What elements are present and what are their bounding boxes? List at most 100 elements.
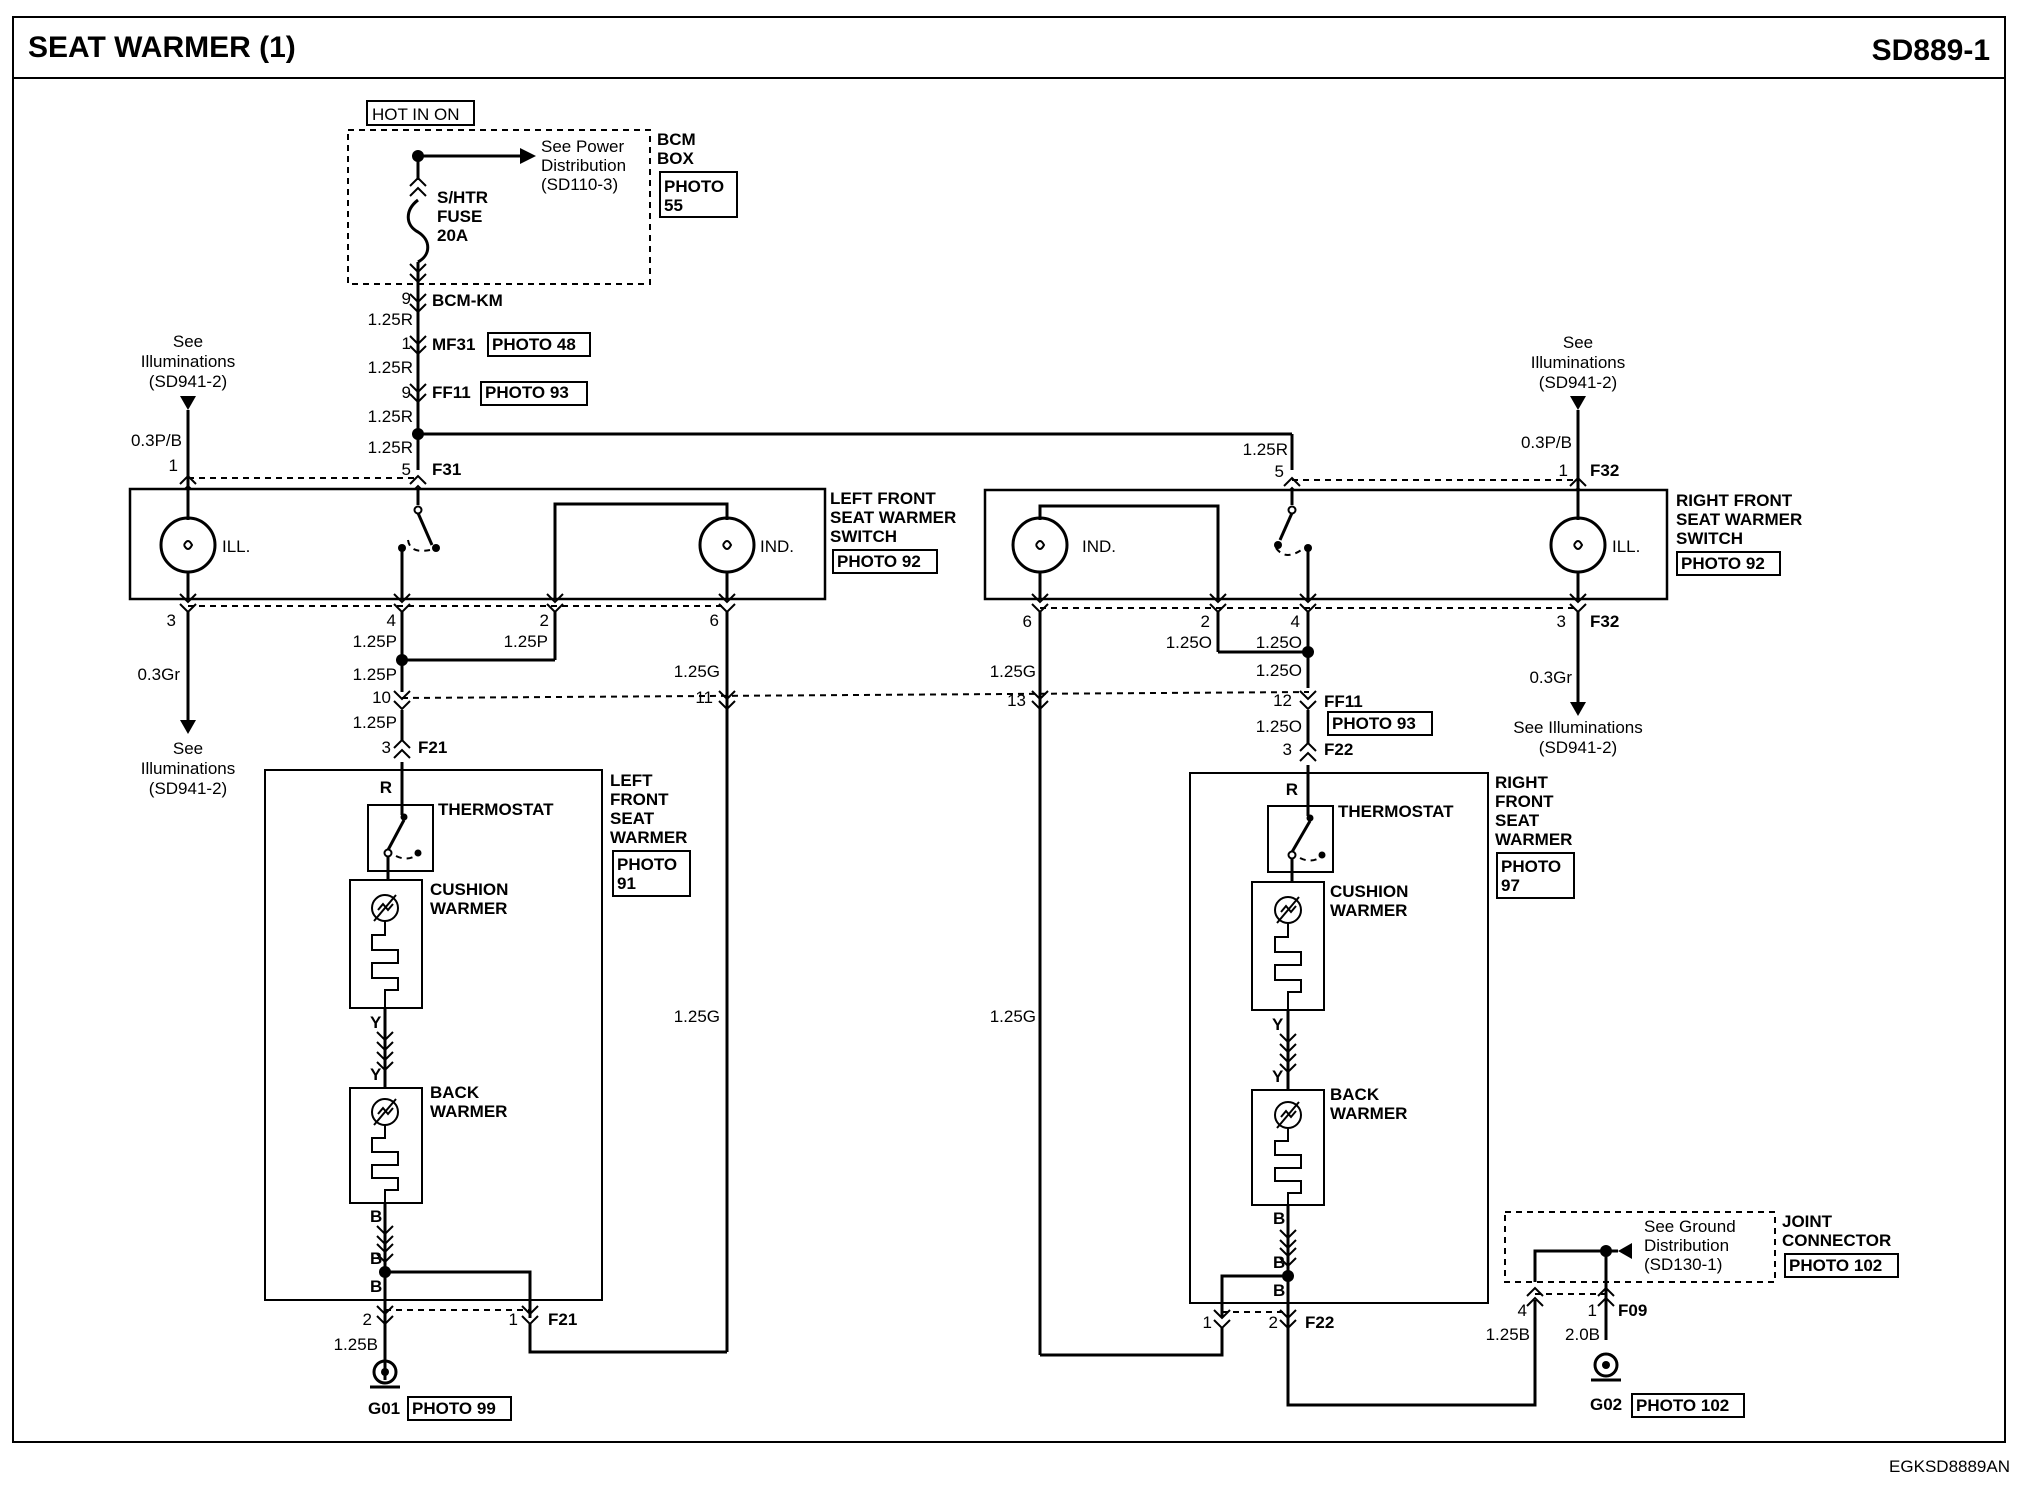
svg-text:1.25G: 1.25G <box>674 1007 720 1026</box>
svg-text:3: 3 <box>1283 740 1292 759</box>
cushion-warmer-left <box>349 879 423 1009</box>
svg-text:R: R <box>1286 780 1298 799</box>
switch-contact-icon <box>432 544 440 552</box>
right-front-seat-warmer-switch <box>983 488 1669 601</box>
svg-text:MF31: MF31 <box>432 335 475 354</box>
svg-text:G02: G02 <box>1590 1395 1622 1414</box>
svg-text:B: B <box>1273 1253 1285 1272</box>
cushion-warmer-right <box>1251 881 1325 1011</box>
svg-text:2: 2 <box>363 1310 372 1329</box>
svg-text:2: 2 <box>1201 612 1210 631</box>
svg-text:0.3Gr: 0.3Gr <box>1529 668 1572 687</box>
svg-text:10: 10 <box>372 688 391 707</box>
right-front-seat-warmer <box>1189 772 1489 1304</box>
svg-text:PHOTO 102: PHOTO 102 <box>1789 1256 1882 1275</box>
svg-text:4: 4 <box>1518 1301 1527 1320</box>
svg-text:WARMER: WARMER <box>1330 1104 1407 1123</box>
switch-contact-icon-right <box>1274 541 1282 549</box>
svg-text:G01: G01 <box>368 1399 400 1418</box>
svg-text:(SD941-2): (SD941-2) <box>1539 373 1617 392</box>
svg-text:5: 5 <box>1275 462 1284 481</box>
left-front-seat-warmer <box>264 769 603 1301</box>
svg-text:1.25P: 1.25P <box>353 632 397 651</box>
svg-text:CUSHION: CUSHION <box>1330 882 1408 901</box>
svg-text:SEAT WARMER: SEAT WARMER <box>830 508 956 527</box>
svg-text:(SD941-2): (SD941-2) <box>1539 738 1617 757</box>
svg-text:(SD110-3): (SD110-3) <box>541 175 618 194</box>
svg-text:9: 9 <box>402 383 411 402</box>
svg-text:PHOTO: PHOTO <box>664 177 724 196</box>
svg-text:Illuminations: Illuminations <box>1531 353 1626 372</box>
svg-text:11: 11 <box>695 688 713 707</box>
diagram-frame <box>12 16 2006 1443</box>
svg-text:20A: 20A <box>437 226 468 245</box>
svg-text:THERMOSTAT: THERMOSTAT <box>438 800 554 819</box>
svg-text:1.25B: 1.25B <box>1486 1325 1530 1344</box>
svg-text:Distribution: Distribution <box>1644 1236 1729 1255</box>
back-warmer-left <box>349 1087 423 1204</box>
svg-text:See: See <box>1563 333 1593 352</box>
svg-text:HOT IN ON: HOT IN ON <box>372 105 460 124</box>
svg-text:55: 55 <box>664 196 683 215</box>
svg-text:WARMER: WARMER <box>430 899 507 918</box>
svg-text:1: 1 <box>169 456 178 475</box>
page-title: SEAT WARMER (1) <box>28 31 296 64</box>
svg-text:2: 2 <box>1269 1313 1278 1332</box>
svg-text:SEAT: SEAT <box>1495 811 1540 830</box>
svg-text:1.25O: 1.25O <box>1166 633 1212 652</box>
svg-text:5: 5 <box>402 460 411 479</box>
svg-text:2: 2 <box>540 611 549 630</box>
svg-text:(SD941-2): (SD941-2) <box>149 372 227 391</box>
svg-text:BACK: BACK <box>1330 1085 1380 1104</box>
svg-text:1.25O: 1.25O <box>1256 633 1302 652</box>
joint-connector <box>1504 1211 1776 1283</box>
svg-text:B: B <box>1273 1281 1285 1300</box>
svg-text:BCM: BCM <box>657 130 696 149</box>
svg-text:3: 3 <box>382 738 391 757</box>
thermostat-right <box>1267 805 1334 873</box>
svg-text:THERMOSTAT: THERMOSTAT <box>1338 802 1454 821</box>
svg-text:1.25R: 1.25R <box>368 358 413 377</box>
diagram-code: SD889-1 <box>1872 34 1990 67</box>
svg-text:F32: F32 <box>1590 461 1619 480</box>
svg-text:1.25O: 1.25O <box>1256 661 1302 680</box>
svg-text:4: 4 <box>1291 612 1300 631</box>
svg-text:B: B <box>370 1207 382 1226</box>
svg-text:F31: F31 <box>432 460 461 479</box>
svg-text:4: 4 <box>387 611 396 630</box>
svg-text:FF11: FF11 <box>432 383 471 402</box>
svg-text:Y: Y <box>1272 1015 1284 1034</box>
svg-text:0.3P/B: 0.3P/B <box>1521 433 1572 452</box>
svg-text:1.25O: 1.25O <box>1256 717 1302 736</box>
ground-icon-g01 <box>372 1359 398 1385</box>
svg-text:1.25P: 1.25P <box>504 632 548 651</box>
svg-text:91: 91 <box>617 874 636 893</box>
svg-text:See: See <box>173 332 203 351</box>
svg-text:ILL.: ILL. <box>222 537 250 556</box>
svg-text:PHOTO: PHOTO <box>1501 857 1561 876</box>
svg-text:6: 6 <box>710 611 719 630</box>
svg-text:3: 3 <box>167 611 176 630</box>
svg-text:PHOTO 99: PHOTO 99 <box>412 1399 496 1418</box>
svg-text:BOX: BOX <box>657 149 695 168</box>
svg-text:1.25R: 1.25R <box>368 438 413 457</box>
svg-text:LEFT: LEFT <box>610 771 653 790</box>
svg-text:1.25G: 1.25G <box>990 1007 1036 1026</box>
svg-text:0.3Gr: 0.3Gr <box>137 665 180 684</box>
svg-text:1.25R: 1.25R <box>1243 440 1288 459</box>
svg-text:1.25G: 1.25G <box>990 662 1036 681</box>
svg-text:1: 1 <box>402 334 411 353</box>
svg-text:3: 3 <box>1557 612 1566 631</box>
svg-text:9: 9 <box>402 289 411 308</box>
svg-text:1.25R: 1.25R <box>368 407 413 426</box>
svg-text:CONNECTOR: CONNECTOR <box>1782 1231 1891 1250</box>
svg-text:SEAT: SEAT <box>610 809 655 828</box>
svg-text:1: 1 <box>1559 461 1568 480</box>
svg-text:F21: F21 <box>548 1310 577 1329</box>
fuse-icon <box>406 198 430 264</box>
svg-text:FF11: FF11 <box>1324 692 1363 711</box>
svg-text:PHOTO 48: PHOTO 48 <box>492 335 576 354</box>
svg-text:1.25G: 1.25G <box>674 662 720 681</box>
svg-text:BACK: BACK <box>430 1083 480 1102</box>
